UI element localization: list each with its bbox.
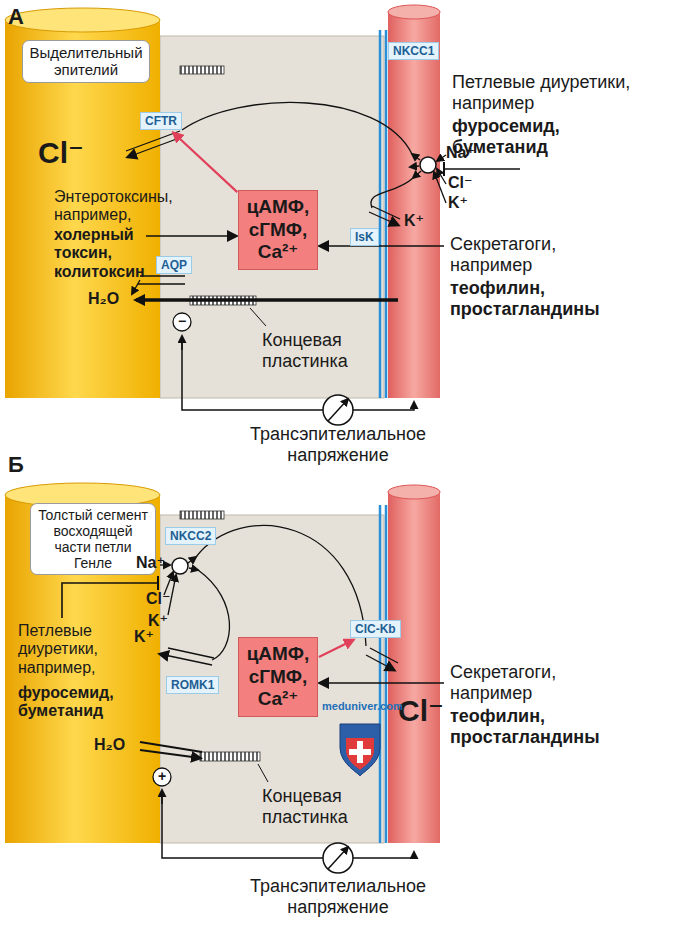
panel-b <box>5 483 444 873</box>
text-label: − <box>176 313 188 329</box>
channel-tag: ROMK1 <box>166 676 219 694</box>
node-text: ROMK1 <box>171 678 214 692</box>
text-label: K⁺ <box>148 612 168 630</box>
node-text: Выделительный эпителий <box>28 44 144 79</box>
text-label: холерный токсин, колитоксин <box>54 226 154 281</box>
messenger-box: цАМФ, сГМФ, Ca²⁺ <box>238 190 318 270</box>
node-text: IsK <box>355 230 374 244</box>
text-label: H₂O <box>94 736 125 754</box>
text-label: K⁺ <box>404 212 424 230</box>
transporter-tag: NKCC1 <box>388 42 439 60</box>
text-label: Трансэпителиальное напряжение <box>228 424 448 465</box>
text-label: фуросемид, буметанид <box>452 116 602 157</box>
text-label: Na⁺ <box>136 554 165 572</box>
text-label: K⁺ <box>448 194 468 212</box>
node-text: ClC-Kb <box>355 622 396 636</box>
text-label: фуросемид, буметанид <box>18 684 128 721</box>
text-label: Секретагоги, например <box>450 234 600 275</box>
node-text: Толстый сегмент восходящей части петли Г… <box>36 507 150 571</box>
node-text: цАМФ, сГМФ, Ca²⁺ <box>243 643 313 711</box>
node-text: AQP <box>161 258 187 272</box>
node-text: цАМФ, сГМФ, Ca²⁺ <box>243 196 313 264</box>
text-label: А <box>8 4 24 29</box>
text-label: Энтеротоксины, например, <box>54 188 184 225</box>
text-label: теофилин, простагландины <box>450 278 610 319</box>
text-label: Cl⁻ <box>448 174 472 192</box>
watermark-shield <box>340 724 380 776</box>
channel-tag: CFTR <box>140 112 182 130</box>
text-label: Б <box>8 452 24 477</box>
transporter-tag: NKCC2 <box>165 527 216 545</box>
text-label: Концевая пластинка <box>262 786 392 827</box>
text-label: Cl⁻ <box>146 590 170 608</box>
text-label: + <box>156 768 168 784</box>
text-label: Cl⁻ <box>398 694 444 729</box>
messenger-box: цАМФ, сГМФ, Ca²⁺ <box>238 637 318 717</box>
node-text: CFTR <box>145 114 177 128</box>
label-box: Выделительный эпителий <box>22 40 150 83</box>
activation-arrow <box>173 132 237 192</box>
node-text: NKCC2 <box>170 529 211 543</box>
text-label: теофилин, простагландины <box>450 706 610 747</box>
node-text: NKCC1 <box>393 44 434 58</box>
activation-arrow <box>319 640 354 657</box>
text-label: meduniver.com <box>322 700 403 713</box>
text-label: Cl⁻ <box>38 136 84 171</box>
channel-tag: ClC-Kb <box>350 620 401 638</box>
text-label: Петлевые диуретики, например <box>452 72 647 113</box>
text-label: Трансэпителиальное напряжение <box>228 876 448 917</box>
channel-tag: IsK <box>350 228 379 246</box>
text-label: K⁺ <box>134 628 154 646</box>
text-label: H₂O <box>88 290 119 308</box>
text-label: Петлевые диуретики, например, <box>18 622 128 677</box>
text-label: Секретагоги, например <box>450 662 600 703</box>
text-label: Концевая пластинка <box>262 330 392 371</box>
channel-tag: AQP <box>156 256 192 274</box>
panel-a <box>5 5 520 425</box>
